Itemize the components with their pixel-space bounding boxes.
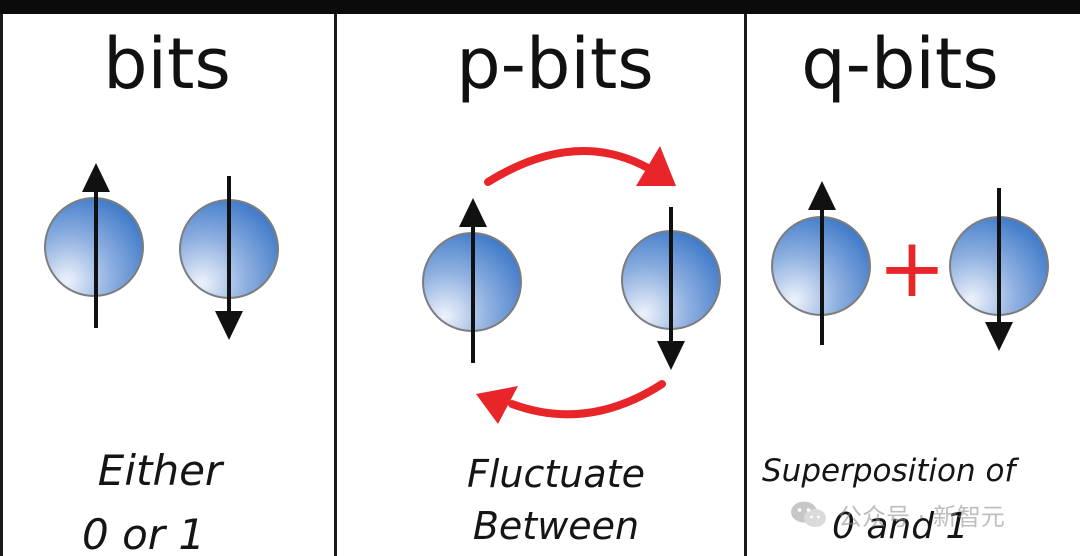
superposition-plus: + bbox=[878, 221, 947, 316]
fluctuation-arrow-bottom bbox=[508, 380, 666, 419]
caption-pbits-line-2: Between bbox=[472, 504, 640, 548]
bits-spin-down bbox=[179, 176, 279, 340]
arrow-down-icon bbox=[985, 322, 1013, 351]
arrow-down-icon bbox=[657, 341, 685, 370]
qbits-spin-up bbox=[771, 181, 871, 345]
arrow-up-icon bbox=[808, 181, 836, 210]
arrow-up-icon bbox=[459, 198, 487, 227]
pbits-spin-down bbox=[621, 207, 721, 370]
panel-divider-2 bbox=[744, 14, 747, 556]
red-arrowhead-icon bbox=[636, 146, 676, 186]
watermark: 公众号 · 新智元 bbox=[790, 497, 1005, 532]
arrow-down-icon bbox=[215, 311, 243, 340]
left-border bbox=[0, 14, 3, 556]
caption-qbits-line-1: Superposition of bbox=[762, 453, 1016, 489]
caption-bits-line-1: Either bbox=[97, 446, 223, 495]
arrow-up-icon bbox=[82, 163, 110, 192]
panel-divider-1 bbox=[334, 14, 337, 556]
panel-title-pbits: p-bits bbox=[456, 23, 654, 105]
top-border bbox=[0, 0, 1080, 14]
caption-bits-line-2: 0 or 1 bbox=[82, 510, 206, 556]
caption-pbits-line-1: Fluctuate bbox=[467, 452, 645, 496]
caption-qbits-line-2: 0 and 1 bbox=[832, 506, 969, 547]
watermark-text: 公众号 · 新智元 bbox=[838, 503, 1005, 531]
fluctuation-arrow-top bbox=[484, 146, 652, 186]
red-arrowhead-icon bbox=[476, 386, 518, 424]
pbits-spin-up bbox=[422, 198, 522, 363]
panel-title-qbits: q-bits bbox=[801, 23, 999, 105]
panel-title-bits: bits bbox=[103, 23, 231, 105]
wechat-icon bbox=[791, 501, 826, 527]
bits-spin-up bbox=[44, 163, 144, 328]
qbits-spin-down bbox=[949, 188, 1049, 351]
